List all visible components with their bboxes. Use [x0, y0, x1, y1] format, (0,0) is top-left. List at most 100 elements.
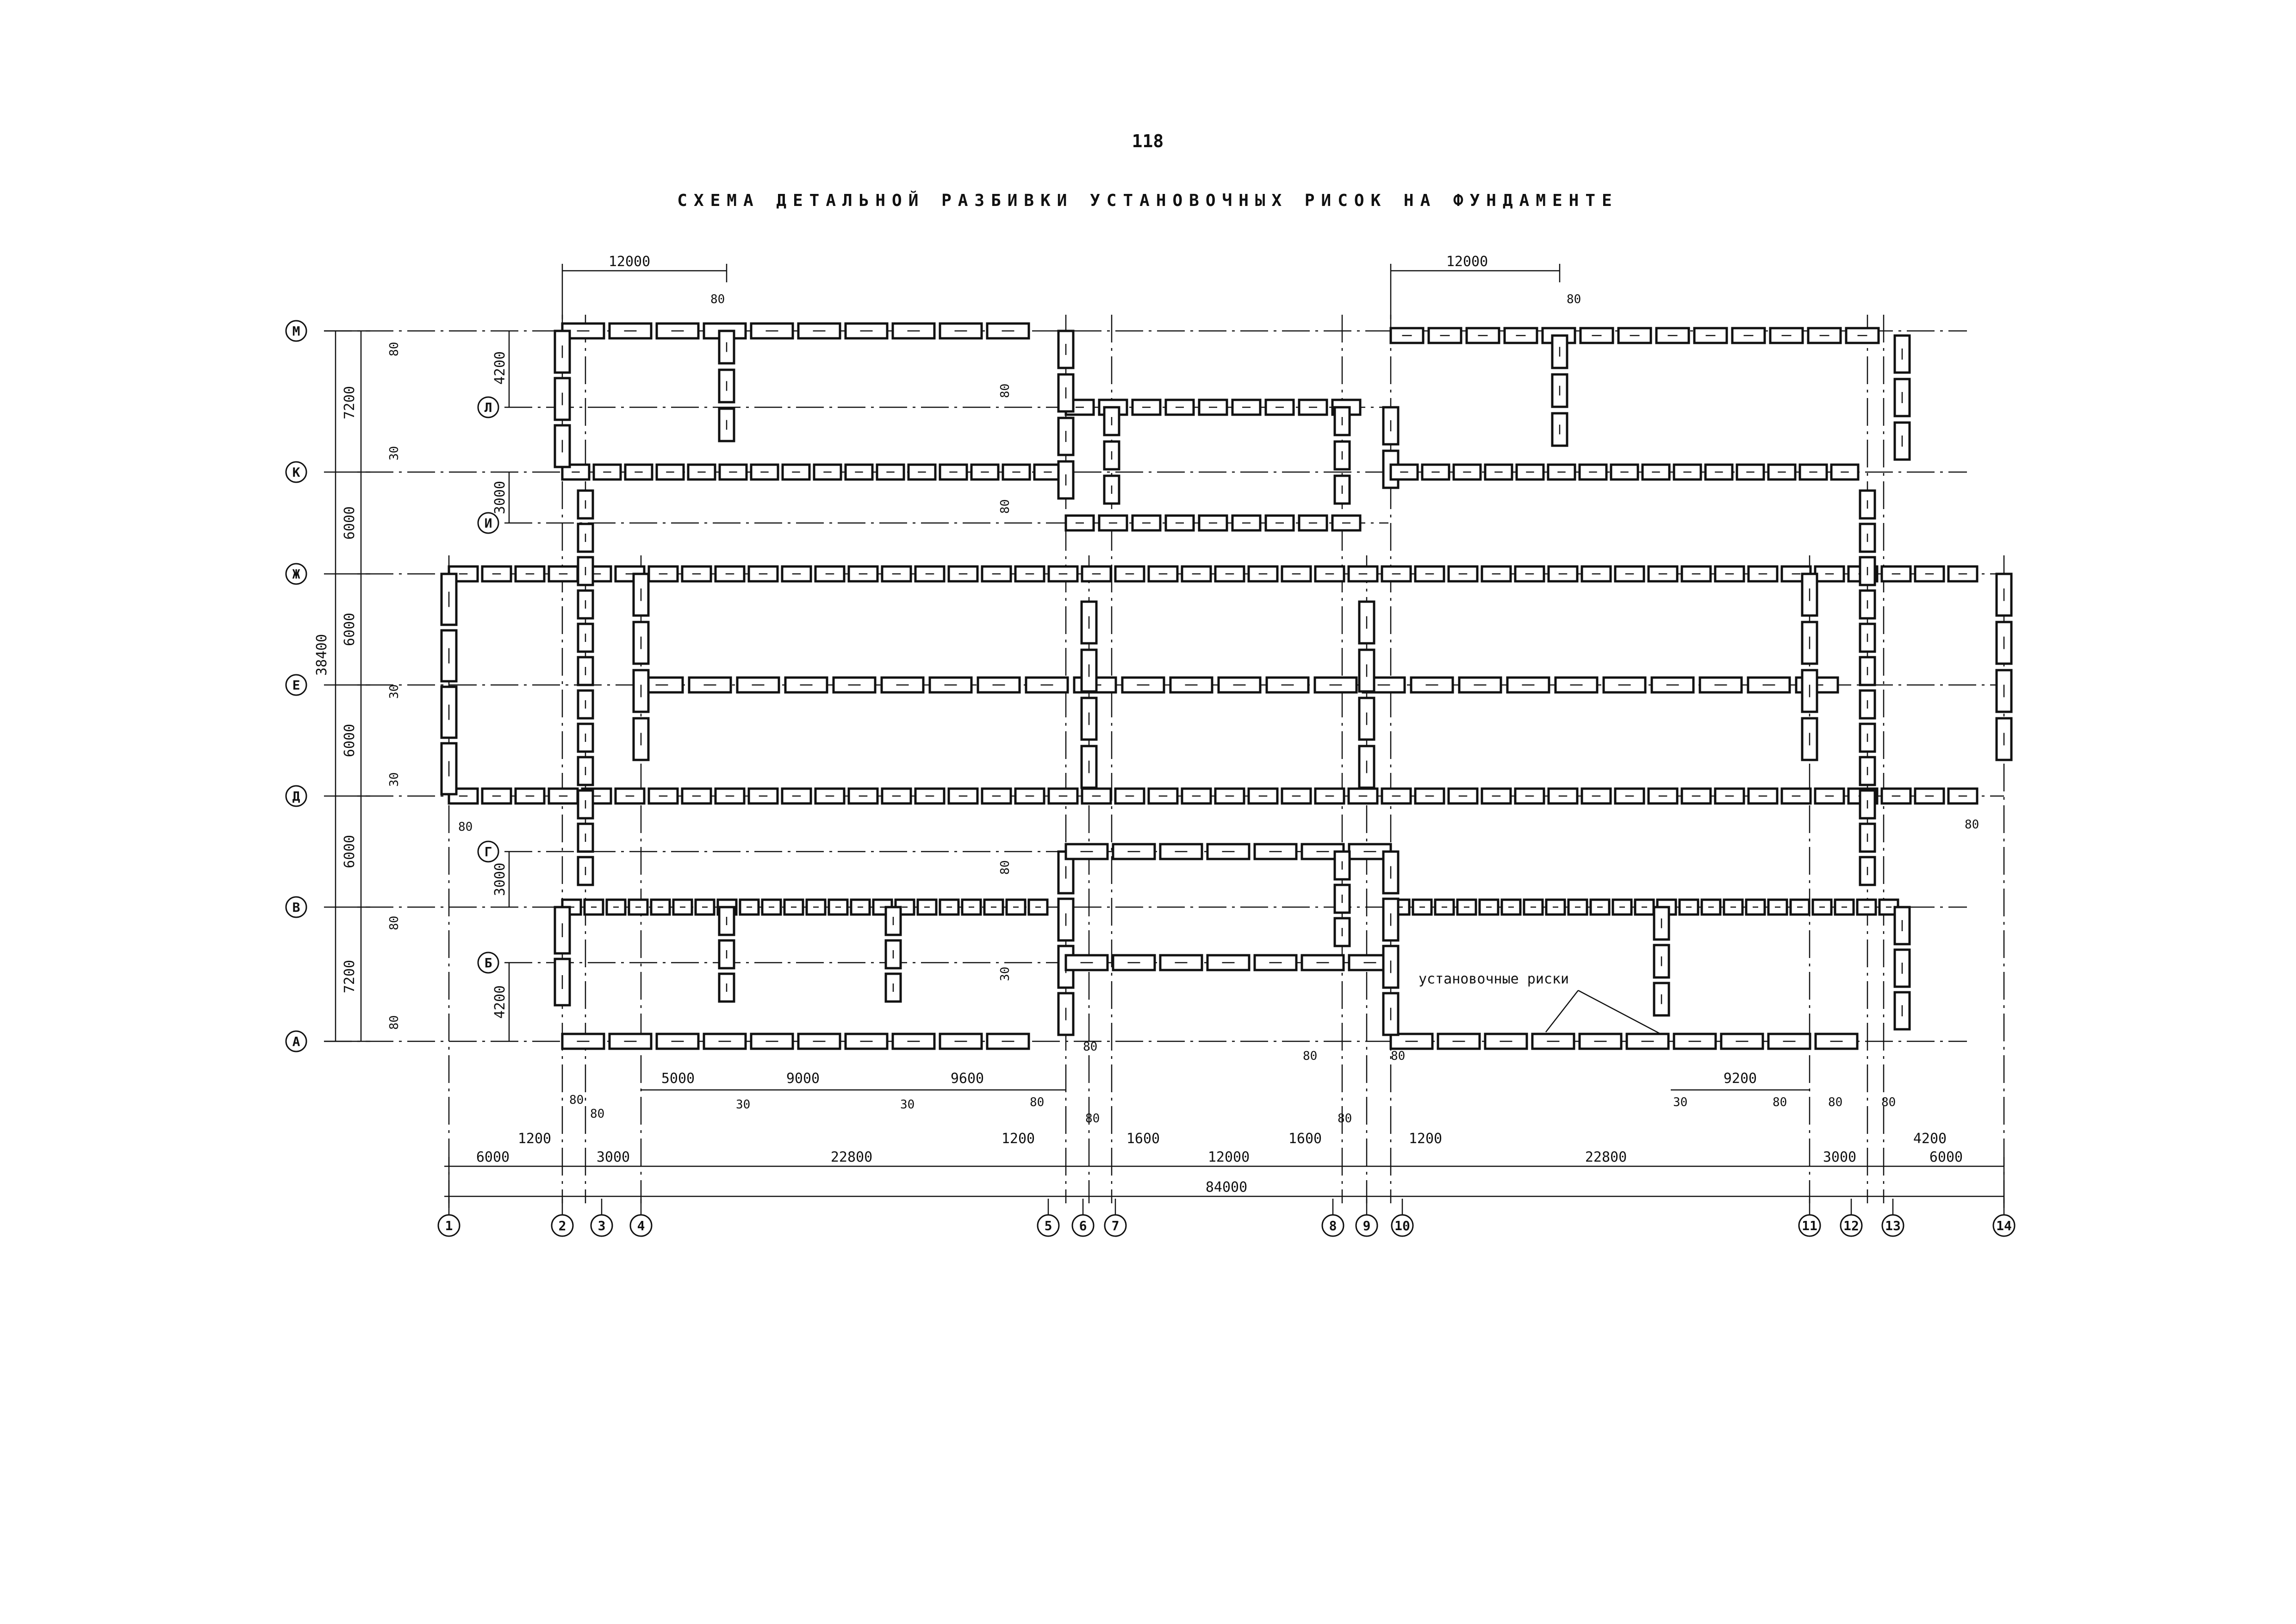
foundation-block [1389, 327, 1425, 344]
column-axis-label: 11 [1802, 1218, 1817, 1233]
offset-label: 80 [998, 499, 1012, 514]
column-axis-bubble [1037, 1214, 1060, 1237]
foundation-block [1198, 514, 1228, 532]
foundation-block [1845, 327, 1880, 344]
foundation-block [891, 1033, 936, 1050]
note-leader [1578, 989, 1662, 1035]
dim-b2-4200: 4200 [1913, 1131, 1947, 1147]
foundation-block [687, 463, 716, 481]
column-axis-bubble [1355, 1214, 1378, 1237]
foundation-block [797, 322, 841, 340]
drawing-title: СХЕМА ДЕТАЛЬНОЙ РАЗБИВКИ УСТАНОВОЧНЫХ РИ… [677, 191, 1618, 210]
dim-bottom-9200: 9200 [1724, 1070, 1757, 1087]
row-axis-label: М [292, 324, 300, 339]
foundation-block [1381, 787, 1412, 805]
column-axis-label: 1 [445, 1218, 453, 1233]
foundation-block [1298, 398, 1328, 416]
dim-b2-1600b: 1600 [1288, 1131, 1322, 1147]
foundation-block [714, 565, 746, 583]
foundation-block [1264, 514, 1295, 532]
offset-label: 80 [1085, 1112, 1100, 1126]
column-axis-label: 7 [1112, 1218, 1120, 1233]
dim-top-right: 12000 [1446, 254, 1488, 270]
foundation-block [761, 898, 782, 916]
offset-label: 80 [387, 916, 401, 930]
dim-b2-6000: 6000 [476, 1149, 510, 1165]
foundation-block [781, 565, 812, 583]
offset-label: 80 [1030, 1095, 1044, 1109]
foundation-block [1002, 463, 1031, 481]
row-axis-label: Л [485, 400, 492, 415]
offset-label: 30 [1673, 1095, 1687, 1109]
foundation-block [1995, 572, 2013, 617]
dim-b2-1200c: 1200 [1409, 1131, 1442, 1147]
foundation-block [514, 565, 546, 583]
foundation-block [1164, 514, 1195, 532]
column-axis-bubble [1798, 1214, 1821, 1237]
row-axis-bubble [477, 512, 499, 534]
dim-b2-22800b: 22800 [1585, 1149, 1627, 1165]
dim-b2-22800: 22800 [831, 1149, 872, 1165]
offset-label: 80 [1881, 1095, 1896, 1109]
foundation-block [1381, 565, 1412, 583]
row-axis-label: И [485, 516, 492, 531]
foundation-block [1247, 565, 1279, 583]
foundation-block [1801, 717, 1818, 761]
foundation-block [977, 676, 1021, 694]
row-axis-bubble [477, 952, 499, 974]
dim-bottom-5000: 5000 [661, 1070, 695, 1087]
foundation-block [1612, 898, 1633, 916]
foundation-block [1515, 463, 1545, 481]
offset-label: 80 [1773, 1095, 1787, 1109]
foundation-block [1147, 787, 1179, 805]
foundation-block [847, 787, 879, 805]
dim-h1: 7200 [342, 386, 358, 419]
foundation-block [1253, 954, 1298, 971]
foundation-block [1410, 676, 1454, 694]
row-axis-bubble [477, 840, 499, 863]
foundation-block [577, 556, 594, 586]
column-axis-label: 4 [637, 1218, 645, 1233]
row-axis-label: К [292, 465, 300, 480]
dim-h6: 7200 [342, 960, 358, 993]
offset-label: 30 [387, 772, 401, 787]
dim-b2-12000: 12000 [1208, 1149, 1250, 1165]
column-axis-label: 10 [1394, 1218, 1410, 1233]
offset-label: 80 [710, 292, 725, 306]
offset-label: 80 [1828, 1095, 1842, 1109]
column-axis-label: 2 [559, 1218, 566, 1233]
foundation-block [1500, 898, 1522, 916]
row-axis-bubble [285, 563, 307, 585]
foundation-block [1673, 463, 1702, 481]
column-axis-bubble [1881, 1214, 1904, 1237]
foundation-block [1159, 954, 1203, 971]
foundation-block [1653, 944, 1670, 979]
foundation-blocks [440, 322, 2013, 1050]
offset-label: 80 [458, 820, 473, 834]
offset-label: 80 [590, 1107, 604, 1121]
dim-inner-1: 4200 [492, 351, 508, 385]
row-axis-label: Г [485, 844, 492, 859]
offset-label: 80 [387, 342, 401, 356]
foundation-block [1714, 565, 1745, 583]
row-axis-label: А [292, 1034, 300, 1049]
offset-label: 80 [998, 860, 1012, 875]
mounting-marks-note: установочные риски [1419, 971, 1569, 987]
foundation-block [1801, 669, 1818, 713]
foundation-block [1589, 898, 1611, 916]
column-axis-bubble [1992, 1214, 2016, 1237]
foundation-block [1578, 1033, 1623, 1050]
row-axis-bubble [285, 461, 307, 483]
offset-label: 80 [998, 384, 1012, 398]
foundation-block [1265, 676, 1310, 694]
dim-h4: 6000 [342, 724, 358, 757]
foundation-block [914, 787, 946, 805]
row-axis-bubble [285, 1030, 307, 1052]
dimension-texts: 12000 12000 38400 7200 6000 6000 6000 60… [314, 254, 1979, 1195]
dim-b2-3000b: 3000 [1823, 1149, 1856, 1165]
column-axis-bubble [590, 1214, 613, 1237]
offset-label: 80 [1338, 1112, 1352, 1126]
column-axis-label: 6 [1079, 1218, 1087, 1233]
foundation-block [694, 898, 716, 916]
